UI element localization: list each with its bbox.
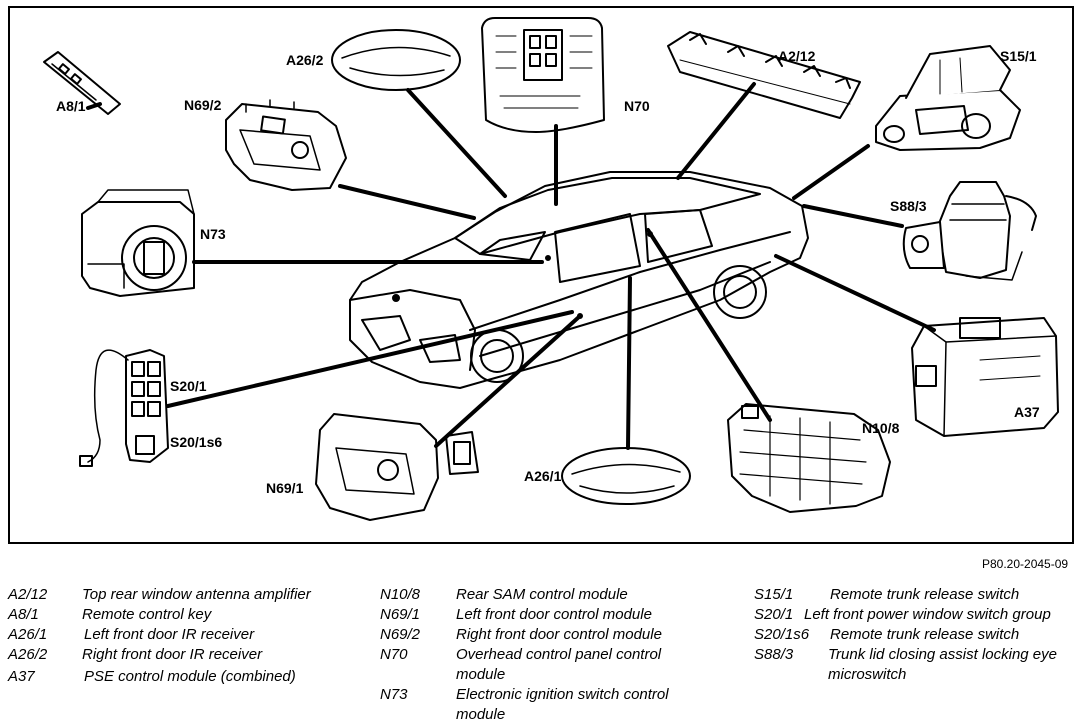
legend-desc: Right front door control module (456, 626, 662, 643)
trunk-lock-microswitch-illustration (902, 181, 1037, 281)
legend-entry: A37 PSE control module (combined) (8, 667, 368, 687)
legend-desc: Overhead control panel control module (456, 646, 662, 683)
callout-a26-1: A26/1 (524, 468, 562, 484)
legend-code: A26/2 (8, 646, 48, 663)
legend-desc: Left front door IR receiver (84, 626, 255, 643)
callout-s20-1s6: S20/1s6 (170, 434, 223, 450)
legend-entry: N69/1 Left front door control module (380, 605, 750, 625)
legend-desc: Remote trunk release switch (830, 586, 1020, 603)
legend-entry: A26/1 Left front door IR receiver (8, 625, 368, 645)
legend-code: S20/1 (754, 606, 794, 623)
rear-sam-control-module-illustration (727, 403, 891, 513)
diagram-frame (8, 6, 1074, 544)
callout-s15-1: S15/1 (1000, 48, 1037, 64)
callout-n73: N73 (200, 226, 226, 242)
callout-n70: N70 (624, 98, 650, 114)
legend-entry: S20/1s6 Remote trunk release switch (754, 625, 1084, 645)
legend-desc: Rear SAM control module (456, 586, 628, 603)
legend-entry: S88/3 Trunk lid closing assist locking e… (754, 645, 1084, 685)
callout-a37: A37 (1014, 404, 1040, 420)
callout-n69-2: N69/2 (184, 97, 222, 113)
legend-code: N69/1 (380, 606, 421, 623)
legend-desc: Remote trunk release switch (830, 626, 1020, 643)
callout-s88-3: S88/3 (890, 198, 927, 214)
callout-n69-1: N69/1 (266, 480, 304, 496)
overhead-control-panel-illustration (481, 17, 605, 133)
left-door-control-module-illustration (315, 413, 479, 521)
legend-desc: PSE control module (combined) (84, 668, 296, 685)
legend: A2/12 Top rear window antenna amplifier … (0, 585, 1088, 725)
legend-code: N73 (380, 686, 408, 703)
legend-entry: A8/1 Remote control key (8, 605, 368, 625)
legend-entry: S15/1 Remote trunk release switch (754, 585, 1084, 605)
legend-desc: Top rear window antenna amplifier (82, 586, 311, 603)
legend-code: N70 (380, 646, 408, 663)
legend-entry: S20/1 Left front power window switch gro… (754, 605, 1084, 625)
left-door-ir-receiver-illustration (561, 447, 691, 505)
legend-entry: N10/8 Rear SAM control module (380, 585, 750, 605)
legend-code: N69/2 (380, 626, 421, 643)
legend-entry: N69/2 Right front door control module (380, 625, 750, 645)
power-window-switch-group-illustration (79, 349, 169, 467)
legend-code: S15/1 (754, 586, 794, 603)
legend-code: A37 (8, 668, 35, 685)
legend-desc: Left front power window switch group (804, 606, 1051, 623)
right-door-control-module-illustration (225, 99, 347, 191)
legend-entry: A26/2 Right front door IR receiver (8, 645, 368, 665)
legend-entry: A2/12 Top rear window antenna amplifier (8, 585, 368, 605)
callout-n10-8: N10/8 (862, 420, 900, 436)
legend-code: A8/1 (8, 606, 39, 623)
remote-key-illustration (43, 51, 121, 115)
pse-control-module-illustration (911, 317, 1059, 437)
legend-desc: Trunk lid closing assist locking eye mic… (828, 646, 1057, 683)
legend-desc: Electronic ignition switch control modul… (456, 686, 669, 723)
legend-code: S88/3 (754, 646, 794, 663)
legend-code: A26/1 (8, 626, 48, 643)
legend-entry: N73 Electronic ignition switch control m… (380, 685, 750, 725)
legend-desc: Right front door IR receiver (82, 646, 263, 663)
legend-code: A2/12 (8, 586, 48, 603)
legend-entry: N70 Overhead control panel control modul… (380, 645, 750, 685)
antenna-amplifier-illustration (667, 31, 861, 119)
callout-a26-2: A26/2 (286, 52, 324, 68)
callout-s20-1: S20/1 (170, 378, 207, 394)
ignition-switch-illustration (81, 189, 195, 297)
right-door-ir-receiver-illustration (331, 29, 461, 91)
legend-desc: Left front door control module (456, 606, 652, 623)
leader-lines (86, 82, 936, 450)
callout-a8-1: A8/1 (56, 98, 86, 114)
callout-a2-12: A2/12 (778, 48, 816, 64)
trunk-release-switch-illustration (875, 45, 1021, 151)
figure-reference: P80.20-2045-09 (982, 557, 1069, 571)
legend-code: N10/8 (380, 586, 421, 603)
legend-desc: Remote control key (82, 606, 212, 623)
legend-code: S20/1s6 (754, 626, 810, 643)
